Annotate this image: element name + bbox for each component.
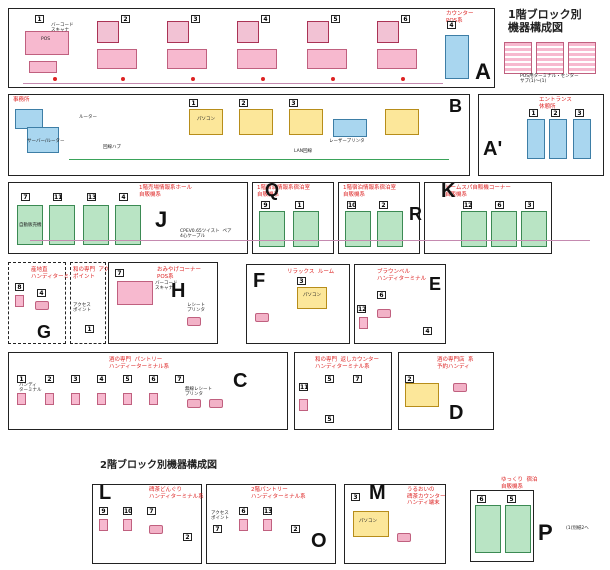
lan-label: LAN回線 (294, 149, 313, 154)
block-k-letter: K (441, 180, 456, 202)
block-l: 碑茶どんぐり ハンディターミナル系 L 9 10 7 2 (92, 482, 204, 564)
block-n-label: 和の専門 返しカウンター ハンディターミナル系 (315, 357, 379, 370)
block-e-label: ブラウンベル ハンディターミナル (377, 269, 427, 282)
pos-station-2: 2 (91, 15, 147, 85)
pos-bank-label: POS用ターミナル・センター サブ(1)〜(1) (520, 74, 579, 85)
pos-station-4: 4 (231, 15, 287, 85)
block-o-label: 2階パントリー ハンディターミナル系 (251, 487, 306, 500)
h-scanner-label: バーコード スキャナ (155, 281, 178, 292)
block-g: 産地直 ハンディターミナル系 G 8 4 (8, 262, 86, 344)
m-pc-label: パソコン (359, 519, 377, 524)
pos-label: POS (41, 37, 51, 42)
block-o: 2階パントリー ハンディターミナル系 O 7 6 13 2 アクセス ポイント (206, 484, 336, 564)
block-m-label: うるおいの 碑茶カウンター ハンディ端末 (407, 487, 446, 507)
block-p: ゆっくり 宿泊 自販機系 6 5 (470, 477, 538, 562)
block-k: ドームスパ自販機コーナー 自販機系 K 12 6 3 (424, 180, 552, 254)
block-r-letter: R (409, 204, 422, 224)
pos-bank-legend: POS用ターミナル・センター サブ(1)〜(1) (500, 40, 600, 84)
block-h-letter: H (171, 280, 186, 302)
router-label: ルーター (79, 115, 97, 120)
pos-server: 4 (445, 21, 471, 81)
pos-station-3: 3 (161, 15, 217, 85)
block-b-label: 事務所 (13, 97, 30, 103)
block-d: 酒の専門店 系 予約ハンディ D 2 (398, 352, 494, 430)
o-ap-label: アクセス ポイント (211, 511, 229, 522)
vending-label: 自動販売機 (19, 223, 42, 228)
scanner-label: バーコード スキャナ (51, 23, 74, 34)
c-printer-label: 無線レシート プリンタ (185, 387, 212, 398)
floor2-title: 2階ブロック別機器構成図 (100, 460, 217, 471)
block-k-label: ドームスパ自販機コーナー 自販機系 (445, 185, 511, 198)
block-a: カウンター POS系 A 1 POS バーコード スキャナ 2 3 4 5 6 (8, 8, 495, 88)
block-q-label: 1階宿泊情報系宿泊室 自販機系 (257, 185, 310, 198)
block-r-label: 1階宿泊情報系宿泊室 自販機系 (343, 185, 396, 198)
pos-station-5: 5 (301, 15, 357, 85)
cable-text: CPEV0.65ツイスト ペア 4心ケーブル (180, 229, 232, 240)
block-a-prime-label: エントランス 休憩所 (539, 97, 572, 110)
ap-label: アクセス ポイント (73, 303, 91, 314)
block-q-letter: Q (265, 180, 280, 200)
block-c-label: 酒の専門 パントリー ハンディーターミナル系 (109, 357, 170, 370)
block-a-label: カウンター POS系 (446, 11, 474, 24)
block-m-letter: M (369, 482, 386, 504)
block-a-prime-letter: A' (483, 138, 503, 160)
block-b: 事務所 B サーバー/ルーター ルーター 回線ハブ 1 2 3 パソコン レーザ… (8, 94, 470, 176)
block-i: 和の専門 アクセス ポイント 1 アクセス ポイント (70, 262, 120, 344)
block-q: 1階宿泊情報系宿泊室 自販機系 Q 9 1 (252, 180, 334, 254)
laser-label: レーザープリンタ (329, 139, 365, 144)
block-g-label: 産地直 ハンディターミナル系 (31, 267, 86, 280)
block-f: リラックス ルーム F 3 パソコン (246, 264, 350, 344)
block-r: 1階宿泊情報系宿泊室 自販機系 R 10 2 (338, 182, 422, 254)
block-m: うるおいの 碑茶カウンター ハンディ端末 M 3 パソコン (344, 482, 446, 564)
block-j: 1階売場情報系ホール 自販機系 J 7 11 13 4 自動販売機 (8, 182, 248, 254)
tel-note: (1)別紙2へ (566, 526, 589, 531)
floor1-title: 1階ブロック別 機器構成図 (508, 8, 582, 34)
station-number: 1 (35, 15, 44, 23)
block-h-label: おみやげコーナー POS系 (157, 267, 202, 280)
block-b-letter: B (449, 96, 462, 116)
server-label: サーバー/ルーター (27, 139, 65, 144)
block-l-label: 碑茶どんぐり ハンディターミナル系 (149, 487, 204, 500)
block-a-prime: エントランス 休憩所 A' 1 2 3 (478, 94, 604, 176)
block-h: おみやげコーナー POS系 H 7 バーコード スキャナ レシート プリンタ (108, 262, 218, 344)
block-f-letter: F (253, 270, 266, 292)
twisted-pair-cable (30, 240, 590, 241)
h-receipt-label: レシート プリンタ (187, 303, 205, 314)
block-p-letter: P (538, 520, 553, 545)
server: サーバー/ルーター (15, 109, 71, 159)
block-p-label: ゆっくり 宿泊 自販機系 (501, 477, 538, 490)
f-pc-label: パソコン (303, 293, 321, 298)
block-d-letter: D (449, 402, 464, 424)
block-a-letter: A (475, 59, 491, 84)
block-g-letter: G (37, 322, 52, 342)
block-l-letter: L (99, 482, 112, 504)
block-n: 和の専門 返しカウンター ハンディターミナル系 11 5 7 5 (294, 352, 392, 430)
pc-label: パソコン (197, 117, 215, 122)
block-j-letter: J (155, 207, 168, 232)
block-c-letter: C (233, 370, 248, 392)
block-o-letter: O (311, 530, 327, 552)
block-c: 酒の専門 パントリー ハンディーターミナル系 C 1 2 3 4 5 6 7 ハ… (8, 352, 288, 430)
block-f-label: リラックス ルーム (287, 269, 335, 275)
c-handy-label: ハンディ ターミナル (19, 383, 42, 394)
block-e-letter: E (429, 274, 442, 294)
block-e: ブラウンベル ハンディターミナル E 12 6 4 (354, 264, 446, 344)
pos-station-6: 6 (371, 15, 427, 85)
hub-label: 回線ハブ (103, 145, 121, 150)
pos-station-1: 1 POS バーコード スキャナ (23, 15, 79, 85)
block-j-label: 1階売場情報系ホール 自販機系 (139, 185, 192, 198)
block-d-label: 酒の専門店 系 予約ハンディ (437, 357, 474, 370)
